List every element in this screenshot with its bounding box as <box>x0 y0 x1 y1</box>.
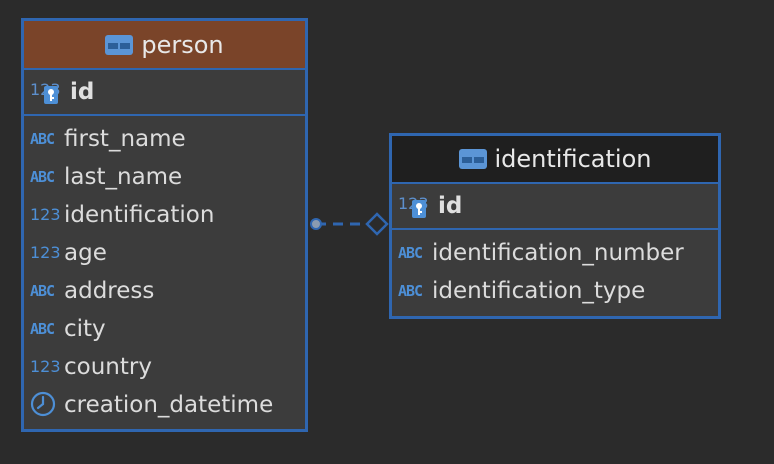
attribute-name: age <box>64 240 107 266</box>
attribute-row[interactable]: creation_datetime <box>24 386 305 424</box>
table-icon <box>105 34 134 55</box>
attribute-name: country <box>64 354 152 380</box>
text-type-icon: ABC <box>398 243 423 262</box>
key-icon: 123 <box>30 78 66 106</box>
entity-person[interactable]: person 123 id ABC first_name ABC last <box>21 18 308 432</box>
attribute-row[interactable]: ABC city <box>24 310 305 348</box>
attribute-name: creation_datetime <box>64 392 274 418</box>
dot-icon <box>310 218 322 230</box>
entity-identification[interactable]: identification 123 id ABC identification… <box>389 133 721 319</box>
entity-title: person <box>141 30 224 59</box>
text-type-icon: ABC <box>30 167 55 186</box>
number-type-icon: 123 <box>30 205 61 224</box>
attribute-row[interactable]: 123 identification <box>24 196 305 234</box>
text-type-icon: ABC <box>30 281 55 300</box>
number-type-icon: 123 <box>30 243 61 262</box>
pk-name: id <box>438 193 463 219</box>
pk-row[interactable]: 123 id <box>392 184 718 230</box>
attribute-name: first_name <box>64 126 186 152</box>
attribute-row[interactable]: ABC last_name <box>24 158 305 196</box>
attribute-name: identification_type <box>432 278 646 304</box>
entity-header-person[interactable]: person <box>24 21 305 70</box>
entity-title: identification <box>494 145 652 173</box>
attribute-name: last_name <box>64 164 183 190</box>
attribute-name: identification_number <box>432 240 684 266</box>
text-type-icon: ABC <box>398 281 423 300</box>
table-icon <box>458 149 487 169</box>
attribute-row[interactable]: ABC identification_type <box>392 272 718 310</box>
attribute-name: identification <box>64 202 215 228</box>
attribute-row[interactable]: 123 country <box>24 348 305 386</box>
text-type-icon: ABC <box>30 129 55 148</box>
diamond-icon <box>365 212 389 236</box>
pk-row[interactable]: 123 id <box>24 70 305 116</box>
attribute-row[interactable]: ABC first_name <box>24 120 305 158</box>
attribute-name: address <box>64 278 155 304</box>
attribute-row[interactable]: ABC identification_number <box>392 234 718 272</box>
attribute-name: city <box>64 316 106 342</box>
pk-name: id <box>70 79 95 105</box>
key-icon: 123 <box>398 192 434 220</box>
attribute-row[interactable]: ABC address <box>24 272 305 310</box>
number-type-icon: 123 <box>30 357 61 376</box>
attribute-list: ABC identification_number ABC identifica… <box>392 230 718 310</box>
attribute-list: ABC first_name ABC last_name 123 identif… <box>24 116 305 424</box>
attribute-row[interactable]: 123 age <box>24 234 305 272</box>
text-type-icon: ABC <box>30 319 55 338</box>
clock-icon <box>30 391 64 420</box>
entity-header-identification[interactable]: identification <box>392 136 718 184</box>
